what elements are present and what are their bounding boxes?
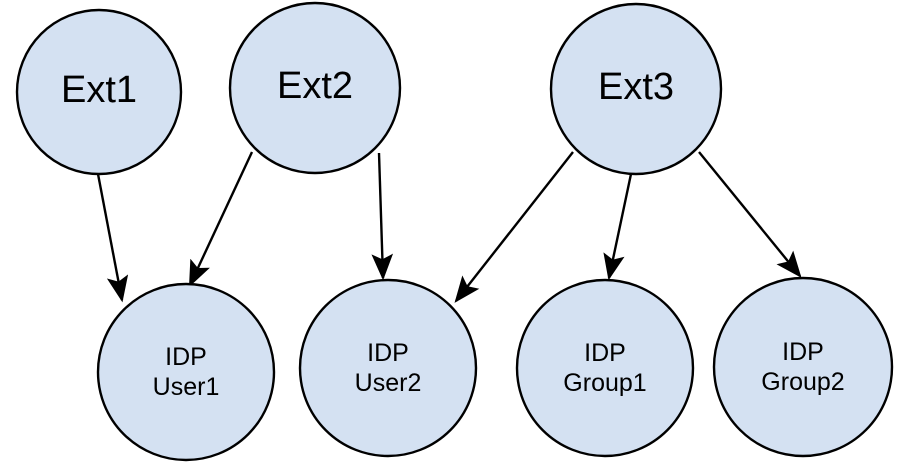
edge-ext3-to-idp-user2[interactable]: Ext3 → IDP User2 — [454, 151, 574, 303]
node-ext1[interactable]: Ext1 — [15, 8, 183, 176]
node-circle-ext1[interactable] — [15, 8, 183, 176]
node-circle-idp-group2[interactable] — [712, 276, 894, 458]
edge-ext2-to-idp-user2[interactable]: Ext2 → IDP User2 — [371, 152, 394, 281]
edge-line[interactable] — [371, 152, 394, 281]
edge-line[interactable] — [603, 173, 633, 281]
edge-line[interactable] — [454, 151, 574, 303]
node-circle-ext3[interactable] — [549, 2, 723, 176]
edge-line[interactable] — [698, 151, 802, 278]
edge-line[interactable] — [96, 173, 129, 303]
node-ext3[interactable]: Ext3 — [549, 2, 723, 176]
edge-ext3-to-idp-group2[interactable]: Ext3 → IDP Group2 — [698, 151, 802, 278]
edge-ext3-to-idp-group1[interactable]: Ext3 → IDP Group1 — [603, 173, 633, 281]
edges-layer: Ext1 → IDP User1 Ext2 → IDP User1 Ext2 → I… — [96, 151, 802, 303]
node-circle-idp-user1[interactable] — [96, 282, 276, 462]
node-circle-ext2[interactable] — [228, 1, 402, 175]
node-ext2[interactable]: Ext2 — [228, 1, 402, 175]
edge-ext1-to-idp-user1[interactable]: Ext1 → IDP User1 — [96, 173, 129, 303]
node-circle-idp-user2[interactable] — [298, 278, 478, 458]
edge-line[interactable] — [188, 151, 254, 288]
node-circle-idp-group1[interactable] — [515, 278, 695, 458]
edge-ext2-to-idp-user1[interactable]: Ext2 → IDP User1 — [188, 151, 254, 288]
